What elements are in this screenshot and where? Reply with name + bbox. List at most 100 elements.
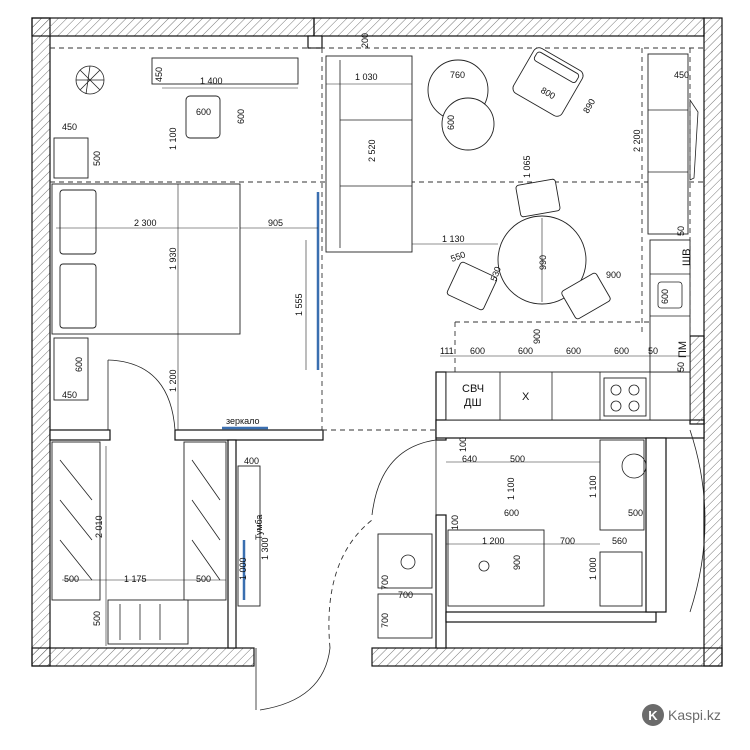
kitchen-column xyxy=(649,239,691,373)
room-labels: зеркало СВЧ ДШ Х ПМ ШВ Тумба xyxy=(226,249,693,540)
wall-bath-left xyxy=(435,514,447,649)
dim-label: 640 xyxy=(462,454,477,464)
dim-label: 2 520 xyxy=(367,139,377,162)
dim-label: 600 xyxy=(236,109,246,124)
door-arc-right xyxy=(689,429,706,613)
bedroom xyxy=(51,57,320,431)
dim-label: 900 xyxy=(606,270,621,280)
door-swing-hall xyxy=(328,519,373,649)
dim-label: 550 xyxy=(449,249,467,264)
column-right xyxy=(689,335,705,425)
radiator-icon xyxy=(689,98,699,181)
zone-lines xyxy=(50,47,704,431)
dim-label: 560 xyxy=(612,536,627,546)
dim-label: 500 xyxy=(510,454,525,464)
dim-label: 50 xyxy=(648,346,658,356)
dim-label: 100 xyxy=(458,437,468,452)
dim-label: 2 200 xyxy=(632,129,642,152)
entrance-door xyxy=(255,647,331,711)
wall-bath-right xyxy=(645,437,667,613)
dim-label: 1 130 xyxy=(442,234,465,244)
dim-label: 600 xyxy=(614,346,629,356)
kitchen xyxy=(445,239,691,421)
dim-label: 600 xyxy=(74,357,84,372)
dim-label: 1 000 xyxy=(588,557,598,580)
nightstand-bedroom xyxy=(53,337,89,401)
nightstand-label: Тумба xyxy=(254,515,264,540)
shower-tray xyxy=(447,529,545,607)
dim-label: 450 xyxy=(62,122,77,132)
bathroom xyxy=(371,429,706,639)
door-arc-bath xyxy=(371,439,437,516)
dim-label: 500 xyxy=(64,574,79,584)
dim-label: 700 xyxy=(380,613,390,628)
dim-label: 2 010 xyxy=(94,515,104,538)
dim-label: 1 400 xyxy=(200,76,223,86)
wall-wardrobe xyxy=(227,439,237,649)
door-arc-bedroom xyxy=(107,359,176,431)
oven-label: ДШ xyxy=(464,397,482,409)
shoe-rack xyxy=(107,599,189,645)
dim-label: 600 xyxy=(446,115,456,130)
dim-label: 900 xyxy=(512,555,522,570)
desk xyxy=(151,57,299,85)
dim-label: 1 100 xyxy=(506,477,516,500)
wall-bottom-right xyxy=(371,647,723,667)
dim-label: 1 175 xyxy=(124,574,147,584)
dim-label: 600 xyxy=(566,346,581,356)
dishwasher-label: ПМ xyxy=(677,341,689,358)
dim-label: 500 xyxy=(92,611,102,626)
dim-label: 1 200 xyxy=(168,369,178,392)
dim-label: 990 xyxy=(538,255,548,270)
dim-label: 1 030 xyxy=(355,72,378,82)
hallway xyxy=(51,441,373,711)
wall-top-right xyxy=(313,17,705,37)
wardrobe-living xyxy=(647,53,689,235)
dim-label: 760 xyxy=(450,70,465,80)
dim-label: 700 xyxy=(560,536,575,546)
dim-label: 900 xyxy=(532,329,542,344)
pouf xyxy=(441,97,495,151)
plant-icon xyxy=(75,65,105,95)
dim-label: 1 065 xyxy=(522,155,532,178)
pillow-top xyxy=(59,189,97,255)
dim-label: 700 xyxy=(380,575,390,590)
wall-bottom-left xyxy=(31,647,255,667)
kitchen-counter xyxy=(445,371,691,421)
wall-top-left xyxy=(31,17,315,37)
dim-label: 600 xyxy=(196,107,211,117)
washing-machine xyxy=(599,439,645,531)
dim-label: 1 930 xyxy=(168,247,178,270)
dim-label: 50 xyxy=(676,226,686,236)
dim-label: 700 xyxy=(398,590,413,600)
microwave-label: СВЧ xyxy=(462,383,484,395)
dim-label: 400 xyxy=(244,456,259,466)
brand-name: Kaspi.kz xyxy=(668,707,721,723)
dimension-labels: 200 450 1 400 600 600 1 100 450 500 2 30… xyxy=(62,33,689,628)
kaspi-logo-icon: K xyxy=(642,704,664,726)
dim-label: 1 200 xyxy=(482,536,505,546)
washbasin xyxy=(377,533,433,589)
wall-hall-mid xyxy=(174,429,324,441)
column-top xyxy=(307,35,323,49)
dim-label: 600 xyxy=(504,508,519,518)
desk-chair xyxy=(185,95,221,139)
dim-label: 600 xyxy=(660,289,670,304)
chair-left xyxy=(446,261,498,311)
dim-label: 500 xyxy=(92,151,102,166)
armchair xyxy=(512,47,584,117)
dim-label: 450 xyxy=(674,70,689,80)
mirror-label: зеркало xyxy=(226,416,260,426)
wardrobe-left xyxy=(51,441,101,601)
wardrobe-right xyxy=(183,441,227,601)
dim-label: 2 300 xyxy=(134,218,157,228)
dim-label: 100 xyxy=(450,515,460,530)
wall-left xyxy=(31,17,51,667)
dim-label: 450 xyxy=(62,390,77,400)
cabinet-label: ШВ xyxy=(681,249,693,266)
shelf-top xyxy=(53,137,89,179)
dim-label: 1 300 xyxy=(260,537,270,560)
dim-label: 600 xyxy=(470,346,485,356)
dim-label: 500 xyxy=(196,574,211,584)
brand-watermark: K Kaspi.kz xyxy=(642,704,721,726)
